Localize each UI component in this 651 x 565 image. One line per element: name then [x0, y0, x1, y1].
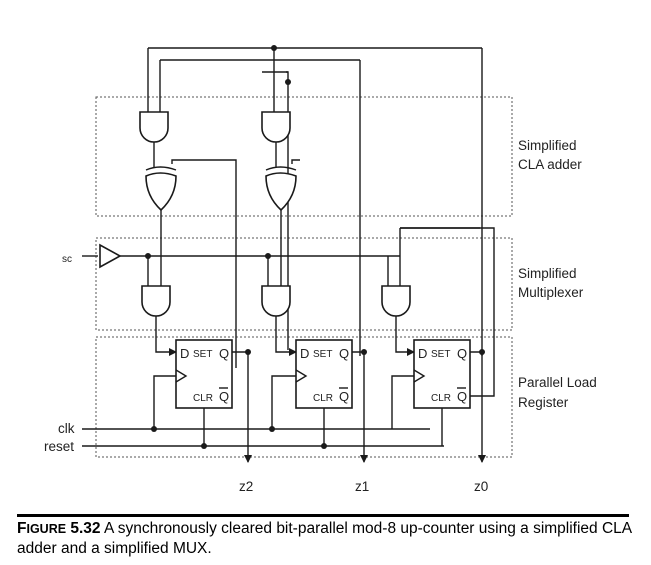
ff1-d-label: D	[300, 346, 309, 361]
mux-label-line1: Simplified	[518, 266, 577, 281]
ff2-qbar-label: Q	[219, 389, 229, 404]
feedback-wires	[147, 47, 483, 356]
adder-label-line1: Simplified	[518, 138, 577, 153]
ff0-clr-label: CLR	[431, 393, 451, 404]
ff2-q-label: Q	[219, 346, 229, 361]
flip-flop-1	[295, 339, 353, 409]
output-z1-label: z1	[355, 479, 369, 494]
sc-input-label: sc	[62, 254, 72, 265]
mux-and-gate-0	[381, 285, 411, 317]
output-z2-label: z2	[239, 479, 253, 494]
counter-schematic: Simplified CLA adder Simplified Multiple…	[44, 45, 597, 494]
mux-and-gate-2	[141, 285, 171, 317]
ff1-q-label: Q	[339, 346, 349, 361]
register-label-line1: Parallel Load	[518, 375, 597, 390]
ff0-q-label: Q	[457, 346, 467, 361]
ff1-set-label: SET	[313, 349, 332, 360]
adder-label-line2: CLA adder	[518, 157, 582, 172]
ff0-qbar-label: Q	[457, 389, 467, 404]
ff1-qbar-label: Q	[339, 389, 349, 404]
figure-word-rest: IGURE	[26, 522, 67, 536]
output-z0-label: z0	[474, 479, 488, 494]
caption-text: A synchronously cleared bit-parallel mod…	[17, 520, 632, 557]
sc-buffer	[99, 243, 122, 269]
reset-input-label: reset	[44, 439, 74, 454]
adder-xor-gate-2	[145, 166, 177, 212]
multiplexer-block	[95, 237, 513, 331]
figure-label: FIGURE 5.32	[17, 520, 101, 537]
cla-adder-block	[95, 96, 513, 217]
register-block	[95, 336, 513, 458]
ff1-clr-label: CLR	[313, 393, 333, 404]
ff2-set-label: SET	[193, 349, 212, 360]
adder-and-gate-1	[261, 111, 291, 143]
figure-word-first: F	[17, 520, 27, 537]
ff2-clr-label: CLR	[193, 393, 213, 404]
ff0-set-label: SET	[431, 349, 450, 360]
mux-and-gate-1	[261, 285, 291, 317]
figure-number: 5.32	[70, 520, 101, 537]
mux-label-line2: Multiplexer	[518, 285, 584, 300]
clk-input-label: clk	[58, 421, 75, 436]
register-label-line2: Register	[518, 395, 569, 410]
ff2-d-label: D	[180, 346, 189, 361]
figure-caption: FIGURE 5.32 A synchronously cleared bit-…	[17, 519, 637, 558]
adder-xor-gate-1	[265, 166, 297, 212]
ff0-d-label: D	[418, 346, 427, 361]
adder-and-gate-2	[139, 111, 169, 143]
flip-flop-0	[413, 339, 471, 409]
flip-flop-2	[175, 339, 233, 409]
caption-rule	[17, 514, 629, 517]
